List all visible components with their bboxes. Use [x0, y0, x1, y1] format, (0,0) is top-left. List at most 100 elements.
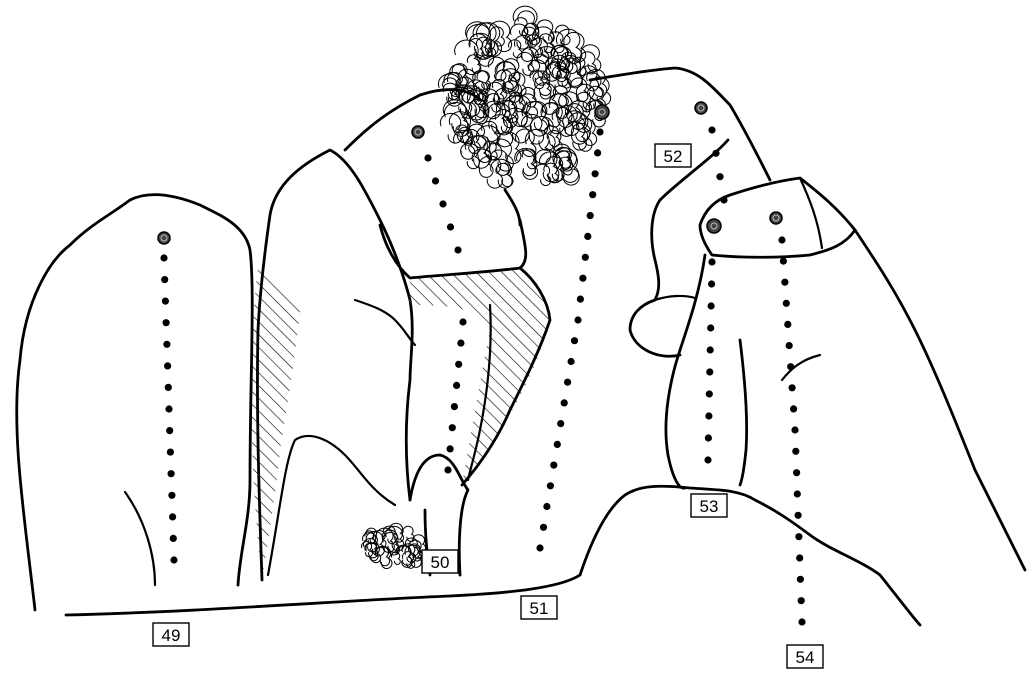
bush-loop: [461, 143, 480, 168]
route-dot: [708, 280, 715, 287]
route-dot: [557, 420, 564, 427]
rock-wall-base: [580, 486, 920, 625]
route-dot: [794, 490, 801, 497]
route-dot: [161, 276, 168, 283]
route-dot: [160, 254, 167, 261]
route-number: 54: [796, 648, 815, 667]
route-dot: [705, 434, 712, 441]
route-dot: [165, 405, 172, 412]
bush-loop: [443, 100, 467, 133]
bush-loop: [571, 78, 589, 102]
route-dot: [166, 427, 173, 434]
route-dot: [167, 449, 174, 456]
route-dot: [540, 524, 547, 531]
route-dot: [712, 150, 719, 157]
route-label-53: 53: [691, 494, 727, 517]
route-dot: [543, 503, 550, 510]
bush-loop: [521, 87, 535, 107]
crack-second-block: [355, 300, 415, 345]
rock-ledge-small: [655, 296, 695, 300]
route-label-49: 49: [153, 623, 189, 646]
route-dot: [596, 128, 603, 135]
route-dot: [170, 535, 177, 542]
route-number: 49: [162, 626, 181, 645]
route-label-51: 51: [521, 596, 557, 619]
route-dot: [582, 254, 589, 261]
rock-wall-flake: [630, 140, 728, 356]
route-dot: [169, 513, 176, 520]
route-number: 52: [664, 147, 683, 166]
rock-wall-main: [505, 68, 770, 225]
route-dot: [168, 492, 175, 499]
bush-loop: [564, 32, 586, 62]
route-dot: [168, 470, 175, 477]
route-dot: [587, 212, 594, 219]
route-dot: [790, 405, 797, 412]
route-dot: [706, 390, 713, 397]
route-dot: [577, 296, 584, 303]
route-dot: [459, 318, 466, 325]
bush-loop: [580, 52, 596, 74]
route-dot: [163, 341, 170, 348]
route-dot: [432, 177, 439, 184]
route-dot: [707, 346, 714, 353]
route-dot: [716, 173, 723, 180]
route-dot: [720, 196, 727, 203]
route-dot: [457, 340, 464, 347]
route-dot: [706, 368, 713, 375]
route-dot: [796, 554, 803, 561]
route-dot: [795, 533, 802, 540]
route-dot: [162, 298, 169, 305]
route-dot: [789, 384, 796, 391]
route-number: 51: [530, 599, 549, 618]
hatched-chimney-right: [410, 268, 550, 485]
route-dot: [579, 275, 586, 282]
route-label-52: 52: [655, 144, 691, 167]
route-dot: [798, 597, 805, 604]
route-dot: [792, 448, 799, 455]
route-dot: [781, 279, 788, 286]
bush-bottom: [361, 523, 425, 568]
route-dot: [564, 379, 571, 386]
route-dot: [165, 384, 172, 391]
route-dot: [589, 191, 596, 198]
route-dot: [449, 424, 456, 431]
bush-loop: [440, 113, 462, 143]
route-dot: [568, 358, 575, 365]
route-dot: [708, 302, 715, 309]
bush-loop: [517, 150, 536, 175]
route-number: 53: [700, 497, 719, 516]
route-dot: [784, 321, 791, 328]
route-label-54: 54: [787, 645, 823, 668]
route-dot: [451, 403, 458, 410]
route-dot: [704, 456, 711, 463]
route-dot: [561, 399, 568, 406]
route-dot: [554, 441, 561, 448]
route-dot: [708, 258, 715, 265]
bush-loop: [518, 11, 536, 35]
route-dot: [594, 149, 601, 156]
route-dot: [447, 445, 454, 452]
route-dot: [705, 412, 712, 419]
route-dot: [163, 319, 170, 326]
route-dot: [707, 324, 714, 331]
route-dot: [170, 556, 177, 563]
rock-face-right: [855, 230, 1025, 570]
crack-left-pillar: [125, 492, 155, 585]
ground-line: [66, 575, 580, 615]
bolt-icon: [412, 126, 424, 138]
route-dot: [780, 258, 787, 265]
bush-top: [438, 6, 610, 188]
route-dot: [795, 512, 802, 519]
bolt-icon: [707, 219, 721, 233]
route-dot: [164, 362, 171, 369]
route-dot: [592, 170, 599, 177]
route-dot: [454, 246, 461, 253]
bush-loop: [553, 148, 579, 183]
route-number: 50: [431, 553, 450, 572]
route-dot: [708, 126, 715, 133]
route-dot: [798, 618, 805, 625]
route-dot: [550, 462, 557, 469]
route-dot: [778, 236, 785, 243]
